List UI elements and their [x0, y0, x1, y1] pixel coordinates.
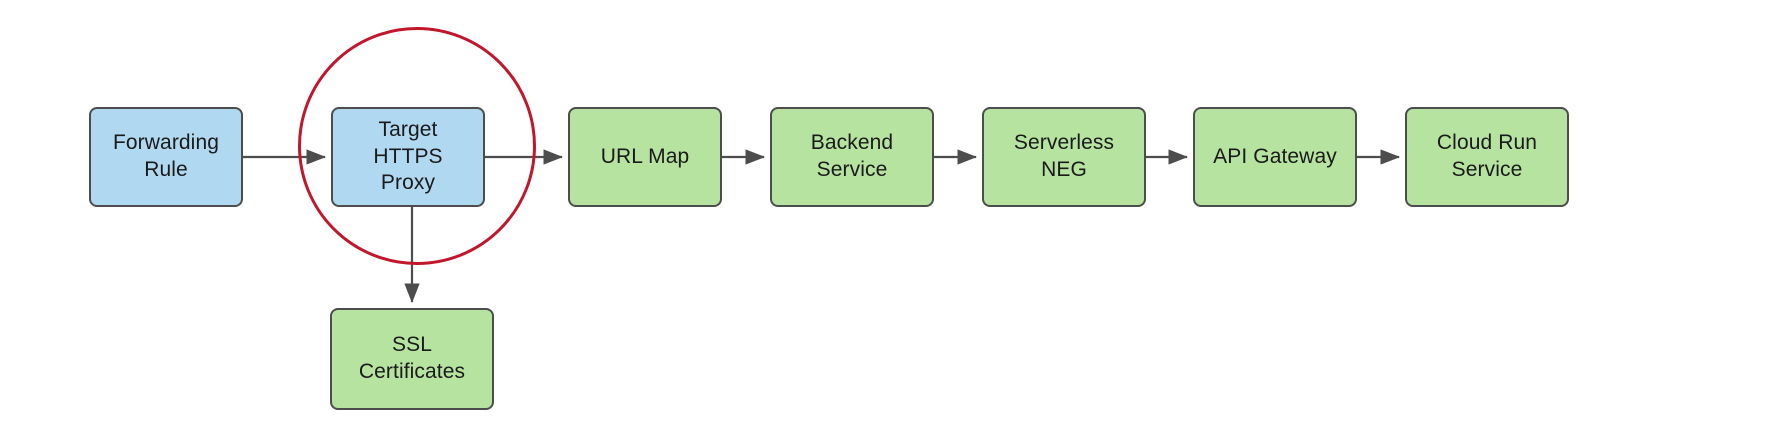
node-label: Cloud Run Service — [1436, 131, 1538, 181]
node-label: Forwarding Rule — [112, 131, 220, 181]
node-ssl-certificates[interactable]: SSL Certificates — [330, 308, 494, 410]
node-backend-service[interactable]: Backend Service — [770, 107, 934, 207]
node-cloud-run-service[interactable]: Cloud Run Service — [1405, 107, 1569, 207]
node-label: Backend Service — [810, 131, 894, 181]
node-serverless-neg[interactable]: Serverless NEG — [982, 107, 1146, 207]
node-label: URL Map — [600, 144, 690, 168]
node-label: SSL Certificates — [358, 333, 466, 383]
node-label: Serverless NEG — [1013, 131, 1115, 181]
node-api-gateway[interactable]: API Gateway — [1193, 107, 1357, 207]
highlight-ellipse-annotation — [298, 27, 536, 265]
node-forwarding-rule[interactable]: Forwarding Rule — [89, 107, 243, 207]
node-label: API Gateway — [1213, 144, 1337, 168]
node-url-map[interactable]: URL Map — [568, 107, 722, 207]
